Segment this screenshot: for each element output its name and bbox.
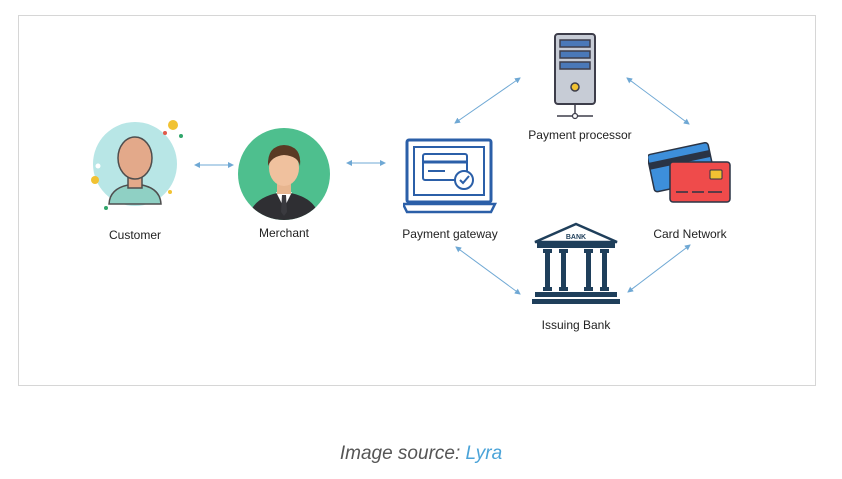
customer-node: [88, 116, 188, 221]
credit-cards-icon: [646, 141, 731, 203]
card-network-label: Card Network: [653, 227, 727, 241]
issuing-bank-node: BANK: [531, 222, 621, 313]
bank-sign-text: BANK: [566, 234, 586, 241]
issuing-bank-label: Issuing Bank: [541, 318, 611, 332]
image-caption: Image source: Lyra: [0, 443, 842, 465]
customer-avatar-icon: [91, 120, 183, 210]
merchant-label: Merchant: [258, 226, 310, 240]
arrow-gateway-processor: [454, 77, 521, 124]
payment-processor-label: Payment processor: [528, 128, 632, 142]
payment-gateway-label: Payment gateway: [402, 227, 498, 241]
payment-gateway-node: [400, 138, 498, 221]
bank-building-icon: BANK: [532, 222, 620, 304]
arrow-processor-network: [626, 77, 690, 125]
payment-processor-node: [548, 32, 604, 127]
caption-source-link[interactable]: Lyra: [465, 443, 503, 464]
laptop-payment-icon: [400, 138, 498, 214]
arrow-network-bank: [627, 244, 691, 293]
caption-prefix: Image source:: [339, 443, 461, 464]
card-network-node: [646, 136, 738, 211]
arrow-gateway-bank: [455, 246, 521, 295]
merchant-avatar-icon: [238, 128, 330, 220]
customer-label: Customer: [108, 228, 162, 242]
server-icon: [554, 33, 596, 120]
merchant-node: [238, 128, 332, 227]
